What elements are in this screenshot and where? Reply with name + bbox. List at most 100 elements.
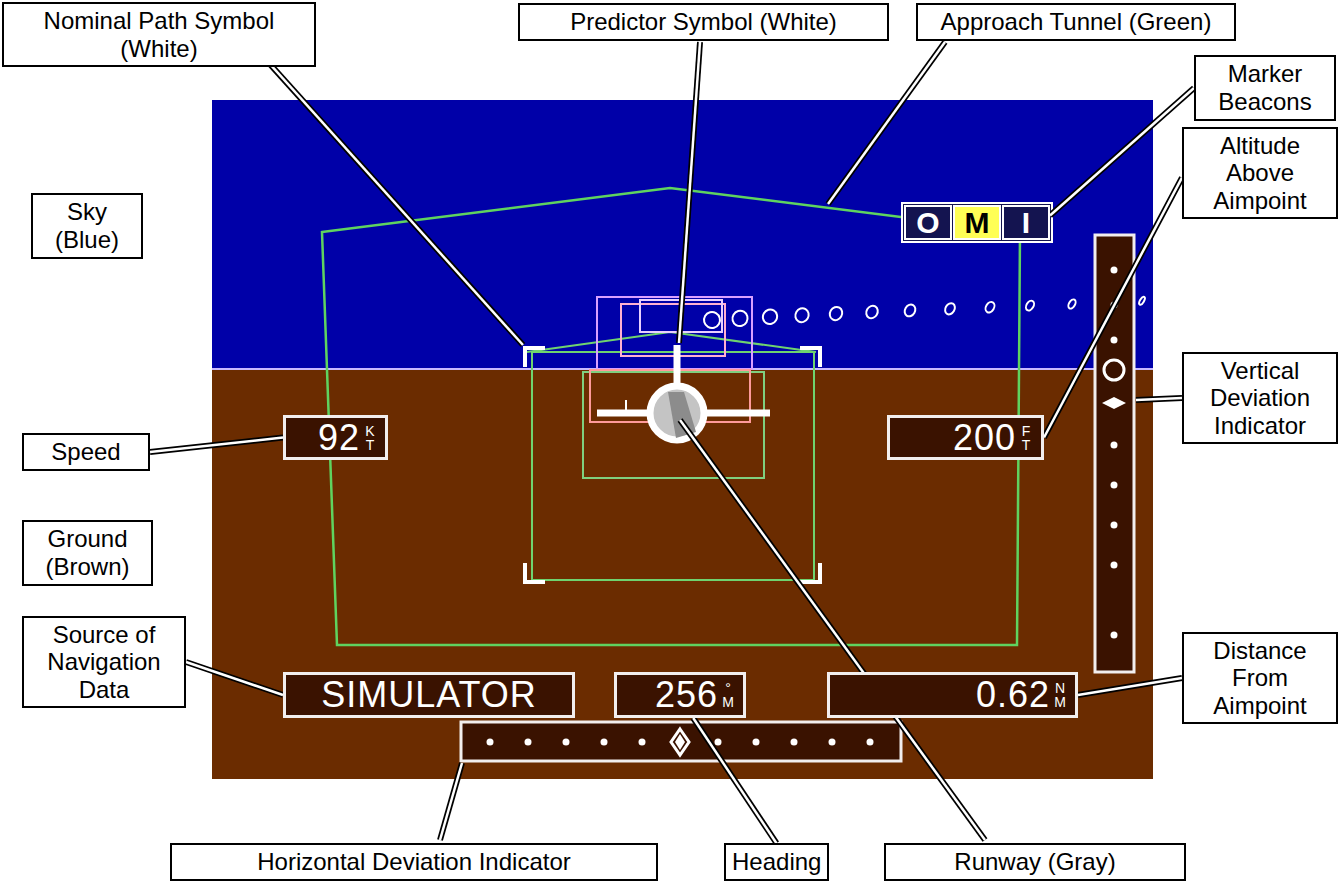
callout-box: Speed: [22, 433, 150, 471]
leader-outline: [1044, 178, 1182, 438]
marker-beacon: M: [953, 205, 1001, 240]
callout-box: Runway (Gray): [884, 843, 1186, 881]
leader-core: [1044, 178, 1182, 438]
deviation-diamond: [675, 734, 685, 750]
callout-box: Altitude Above Aimpoint: [1182, 127, 1338, 220]
leader-core: [1078, 678, 1182, 695]
trail-marker: [793, 306, 811, 325]
trail-marker: [701, 309, 723, 331]
leader-line: [150, 438, 283, 453]
marker-beacon: O: [904, 205, 952, 240]
callout-label: Heading: [732, 848, 821, 876]
unit-label: FT: [1019, 424, 1033, 452]
leader-core: [693, 718, 776, 843]
callout-box: Marker Beacons: [1194, 55, 1336, 120]
callout-label: Vertical Deviation Indicator: [1190, 357, 1330, 440]
leader-core: [150, 438, 283, 453]
trail-marker: [903, 303, 918, 319]
leader-line: [693, 718, 776, 843]
leader-outline: [150, 438, 283, 453]
callout-label: Sky (Blue): [39, 198, 135, 253]
unit-label: NM: [1053, 681, 1067, 709]
deviation-dot: [867, 739, 874, 746]
deviation-dot: [1111, 267, 1118, 274]
callout-label: Nominal Path Symbol (White): [10, 7, 308, 62]
deviation-dot: [1111, 632, 1118, 639]
leader-outline: [186, 662, 283, 695]
leader-core: [186, 662, 283, 695]
deviation-dot: [1111, 522, 1118, 529]
deviation-dots: [1111, 267, 1118, 639]
callout-box: Sky (Blue): [31, 193, 143, 258]
beacon-letter: O: [916, 206, 939, 240]
callout-box: Nominal Path Symbol (White): [2, 2, 316, 67]
callout-box: Predictor Symbol (White): [518, 3, 889, 41]
callout-box: Distance From Aimpoint: [1182, 632, 1338, 725]
trail-marker: [730, 308, 751, 329]
deviation-dot: [791, 739, 798, 746]
tunnel-segment: [527, 332, 816, 352]
ground-area: [212, 370, 1153, 779]
runway-symbol: [668, 392, 696, 438]
readout-value: 200: [953, 417, 1016, 459]
callout-box: Horizontal Deviation Indicator: [170, 843, 658, 881]
callout-label: Speed: [30, 438, 142, 466]
deviation-dot: [601, 739, 608, 746]
marker-beacon: I: [1002, 205, 1050, 240]
callout-box: Ground (Brown): [22, 520, 153, 585]
deviation-dot: [525, 739, 532, 746]
speed-readout: 92KT: [283, 415, 388, 460]
trail-marker: [984, 300, 997, 314]
horizontal-deviation-bar: [461, 722, 901, 761]
glidepath-circle: [1104, 360, 1124, 380]
deviation-dot: [753, 739, 760, 746]
callout-label: Runway (Gray): [892, 848, 1178, 876]
deviation-dot: [563, 739, 570, 746]
marker-beacon-frame: [902, 203, 1052, 242]
leader-outline: [1078, 678, 1182, 695]
callout-label: Distance From Aimpoint: [1190, 637, 1330, 720]
callout-label: Altitude Above Aimpoint: [1190, 132, 1330, 215]
leader-line: [186, 662, 283, 695]
deviation-dot: [1111, 442, 1118, 449]
trail-marker: [1067, 298, 1077, 310]
readout-value: 0.62: [976, 674, 1050, 716]
callout-label: Marker Beacons: [1202, 60, 1328, 115]
tunnel-frame: [621, 304, 725, 356]
callout-label: Horizontal Deviation Indicator: [178, 848, 650, 876]
callout-box: Source of Navigation Data: [22, 616, 186, 709]
unit-label: °M: [721, 681, 735, 709]
callout-label: Source of Navigation Data: [30, 621, 178, 704]
leader-outline: [693, 718, 776, 843]
distance-readout: 0.62NM: [827, 672, 1078, 718]
callout-box: Approach Tunnel (Green): [916, 3, 1236, 41]
callout-box: Vertical Deviation Indicator: [1182, 352, 1338, 445]
trail-marker: [864, 304, 880, 321]
deviation-dot: [829, 739, 836, 746]
trail-marker: [827, 305, 844, 323]
deviation-dot: [639, 739, 646, 746]
callout-label: Approach Tunnel (Green): [924, 8, 1228, 36]
deviation-diamond: [671, 729, 689, 755]
deviation-dot: [1111, 482, 1118, 489]
heading-readout: 256°M: [614, 672, 746, 718]
trail-marker: [1138, 296, 1146, 306]
trail-marker: [760, 307, 780, 327]
callout-box: Heading: [724, 843, 829, 881]
deviation-diamond: [1102, 397, 1126, 409]
leader-lines: [250, 42, 1182, 840]
nav-source-readout: SIMULATOR: [283, 672, 575, 718]
beacon-letter: I: [1022, 206, 1030, 240]
trail-marker: [1024, 299, 1035, 312]
unit-label: KT: [363, 424, 377, 452]
callout-label: Ground (Brown): [30, 525, 145, 580]
deviation-dot: [715, 739, 722, 746]
leader-line: [1078, 678, 1182, 695]
trail-marker: [943, 301, 957, 316]
deviation-dot: [487, 739, 494, 746]
tunnel-segment: [583, 372, 764, 478]
leader-line: [1044, 178, 1182, 438]
callout-label: Predictor Symbol (White): [526, 8, 881, 36]
beacon-letter: M: [965, 206, 990, 240]
